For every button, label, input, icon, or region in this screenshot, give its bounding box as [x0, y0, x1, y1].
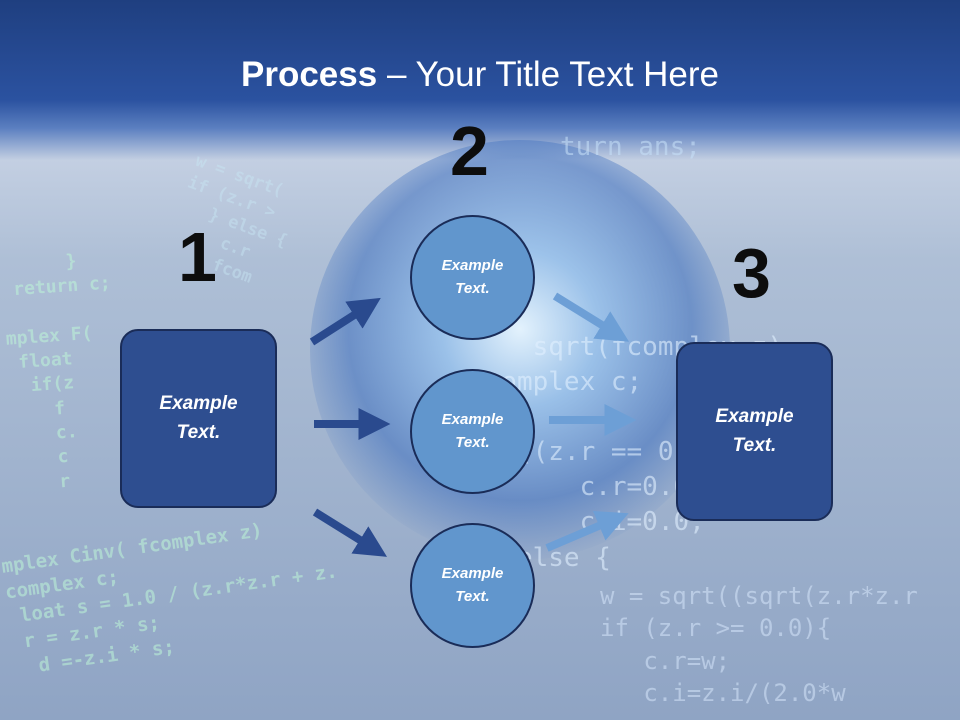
circle-2-line-1: Example: [441, 411, 504, 428]
circle-2-line-2: Text.: [455, 433, 490, 451]
circle-2: Example Text.: [410, 369, 535, 494]
globe-background-image: [310, 140, 730, 560]
right-box-line-1: Example: [715, 406, 794, 427]
circle-3-line-2: Text.: [455, 587, 490, 605]
circle-3: Example Text.: [410, 523, 535, 648]
arrow-from-circle-3: [545, 511, 629, 552]
left-box-text: Example Text.: [159, 390, 237, 447]
left-box-line-2: Text.: [176, 421, 221, 443]
title-bold: Process: [241, 55, 378, 94]
left-box: Example Text.: [120, 329, 277, 508]
right-box-text: Example Text.: [715, 403, 793, 460]
circle-2-text: Example Text.: [442, 409, 504, 454]
title-rest: – Your Title Text Here: [377, 55, 719, 94]
circle-1-line-2: Text.: [455, 279, 490, 297]
code-background-decoration: w = sqrt((sqrt(z.r*z.r if (z.r >= 0.0){ …: [600, 582, 918, 708]
circle-1-text: Example Text.: [442, 255, 504, 300]
circle-3-text: Example Text.: [442, 563, 504, 608]
code-background-decoration: turn ans;: [560, 132, 701, 162]
arrow-to-circle-1: [309, 297, 381, 346]
arrow-from-circle-1: [552, 292, 630, 342]
step-number-3: 3: [732, 234, 771, 312]
step-number-2: 2: [450, 112, 489, 190]
arrow-to-circle-3: [312, 508, 388, 557]
left-box-line-1: Example: [159, 393, 238, 414]
circle-1: Example Text.: [410, 215, 535, 340]
circle-3-line-1: Example: [441, 565, 504, 582]
right-box-line-2: Text.: [732, 434, 777, 456]
circle-1-line-1: Example: [441, 257, 504, 274]
slide-title: Process – Your Title Text Here: [0, 55, 960, 95]
step-number-1: 1: [178, 218, 217, 296]
right-box: Example Text.: [676, 342, 833, 521]
